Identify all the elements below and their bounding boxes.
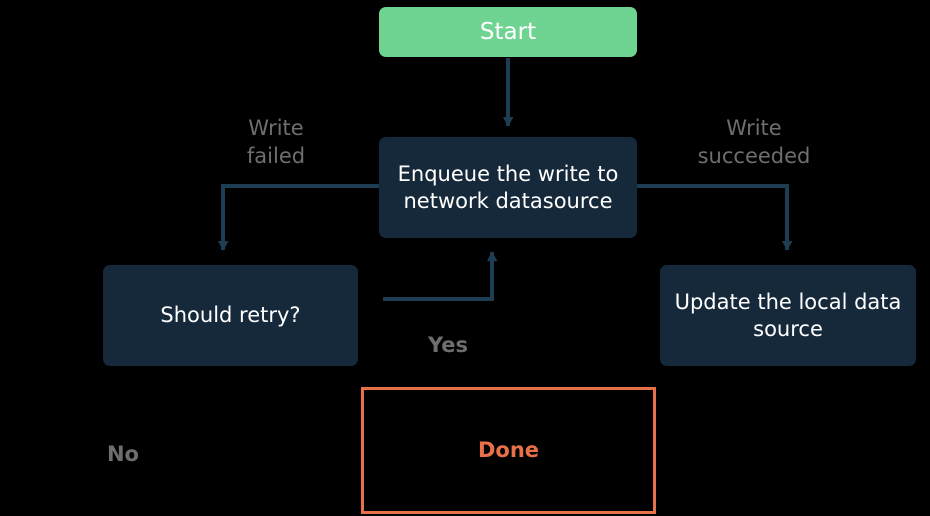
node-done-label: Done [477,438,540,463]
node-enqueue-write-label: Enqueue the write to network datasource [397,162,619,213]
edge-label-write-failed: Write failed [246,116,306,168]
node-done[interactable]: Done [361,387,656,514]
edge-label-yes: Yes [427,333,469,357]
edge-enqueue-to-update-local [637,184,793,251]
edge-label-write-succeeded: Write succeeded [697,116,811,168]
edge-enqueue-to-should-retry [217,184,379,251]
node-update-local-data-source-label: Update the local data source [674,290,902,341]
node-enqueue-write[interactable]: Enqueue the write to network datasource [379,137,637,238]
node-start-label: Start [479,18,537,45]
edge-label-no: No [106,442,139,466]
node-should-retry[interactable]: Should retry? [103,265,358,366]
edge-should-retry-to-enqueue [383,251,498,301]
node-update-local-data-source[interactable]: Update the local data source [660,265,916,366]
node-start[interactable]: Start [379,7,637,57]
node-should-retry-label: Should retry? [160,303,301,328]
